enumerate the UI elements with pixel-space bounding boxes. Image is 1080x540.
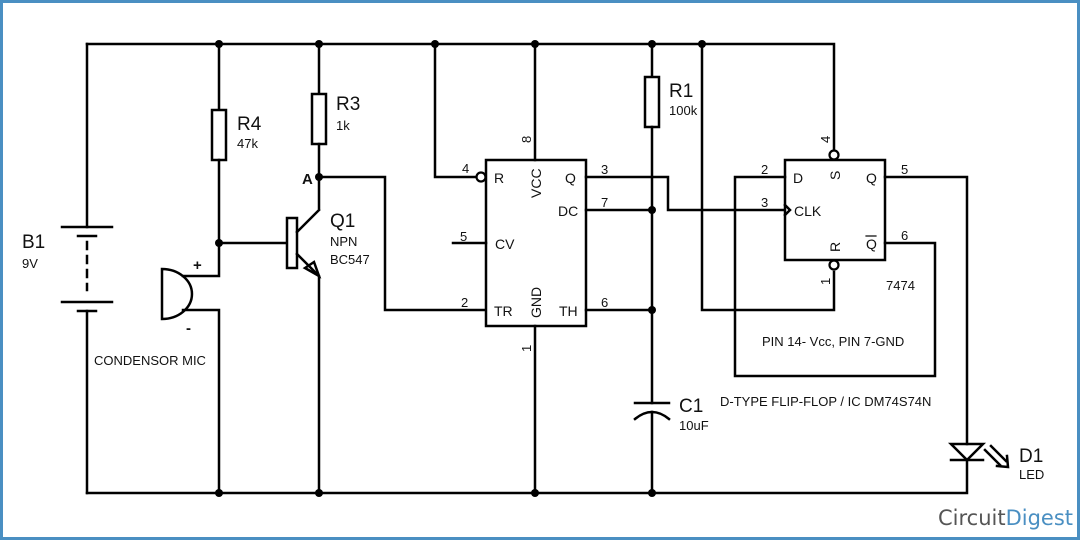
d-feedback-wire [733, 175, 937, 378]
q1-ref: Q1 [330, 211, 355, 232]
brand-logo: CircuitDigest [938, 506, 1073, 530]
ff-description: D-TYPE FLIP-FLOP / IC DM74S74N [720, 394, 931, 409]
ff-power-note: PIN 14- Vcc, PIN 7-GND [762, 334, 904, 349]
set-inversion-bubble [828, 149, 840, 161]
vcc-rail [85, 42, 836, 154]
reset-inversion-bubble [475, 171, 487, 183]
pin-name-gnd: GND [528, 287, 544, 318]
reset-ff-inversion-bubble [828, 259, 840, 271]
pin-name-r: R [494, 170, 504, 186]
battery-ref: B1 [22, 232, 45, 253]
transistor-q1 [285, 208, 322, 495]
c1-value: 10uF [679, 418, 709, 433]
q-led-wire [883, 175, 969, 446]
ff-pin-name-q: Q [866, 170, 877, 186]
capacitor-c1 [633, 401, 671, 495]
c1-ref: C1 [679, 396, 703, 417]
pin-4: 4 [462, 161, 469, 176]
d1-value: LED [1019, 467, 1044, 482]
pin-8: 8 [519, 136, 534, 143]
pin-6: 6 [601, 295, 608, 310]
resistor-r3 [310, 42, 328, 210]
junction-dot [531, 40, 539, 48]
ff-pin-name-clk: CLK [794, 203, 822, 219]
junction-dot [215, 489, 223, 497]
pin-name-th: TH [559, 303, 578, 319]
pin-2: 2 [461, 295, 468, 310]
pin-3: 3 [601, 162, 608, 177]
d1-ref: D1 [1019, 446, 1043, 467]
brand-circuit: Circuit [938, 506, 1006, 530]
ff-pin-5: 5 [901, 162, 908, 177]
junction-dot [648, 40, 656, 48]
r4-ref: R4 [237, 114, 262, 135]
q1-type: NPN [330, 234, 357, 249]
ff-pin-1: 1 [818, 278, 833, 285]
ff-pin-name-qbar: Q [866, 236, 877, 252]
ff-pin-3: 3 [761, 195, 768, 210]
ff-pin-2: 2 [761, 162, 768, 177]
junction-dot [315, 173, 323, 181]
pin-name-q: Q [565, 170, 576, 186]
pin-7: 7 [601, 195, 608, 210]
junction-dot [215, 40, 223, 48]
pin-name-dc: DC [558, 203, 578, 219]
pin-name-cv: CV [495, 236, 515, 252]
r1-ref: R1 [669, 81, 693, 102]
mic-minus: - [186, 320, 191, 337]
led-d1 [947, 442, 1010, 469]
ff-reset-wire [700, 42, 836, 312]
resistor-r1 [643, 42, 661, 405]
q-output-wire [584, 175, 787, 212]
junction-dots [215, 40, 706, 497]
r3-ref: R3 [336, 94, 360, 115]
node-a-label: A [302, 171, 313, 188]
ff-pin-name-d: D [793, 170, 803, 186]
pin-name-tr: TR [494, 303, 513, 319]
gnd-rail [85, 460, 969, 495]
junction-dot [648, 489, 656, 497]
battery-b1 [60, 42, 114, 495]
junction-dot [215, 239, 223, 247]
reset-wire [433, 42, 478, 179]
pin-5: 5 [460, 229, 467, 244]
junction-dot [698, 40, 706, 48]
ff-pin-6: 6 [901, 228, 908, 243]
r4-value: 47k [237, 136, 258, 151]
pin-1: 1 [519, 345, 534, 352]
battery-value: 9V [22, 256, 38, 271]
junction-dot [531, 489, 539, 497]
q1-part: BC547 [330, 252, 370, 267]
condenser-mic [160, 241, 221, 495]
junction-dot [315, 40, 323, 48]
clk-triangle [783, 203, 792, 217]
ff-pin-name-r: R [827, 242, 843, 252]
junction-dot [431, 40, 439, 48]
pin-name-vcc: VCC [528, 168, 544, 198]
node-a-wire [317, 175, 488, 312]
ff-pin-4: 4 [818, 136, 833, 143]
brand-digest: Digest [1006, 506, 1073, 530]
junction-dot [315, 489, 323, 497]
mic-plus: + [193, 257, 202, 274]
resistor-r4 [210, 42, 228, 245]
mic-label: CONDENSOR MIC [94, 353, 206, 368]
ff-pin-name-s: S [827, 171, 843, 180]
junction-dot [648, 306, 656, 314]
ff-part-number: 7474 [886, 278, 915, 293]
r1-value: 100k [669, 103, 698, 118]
junction-dot [648, 206, 656, 214]
r3-value: 1k [336, 118, 350, 133]
